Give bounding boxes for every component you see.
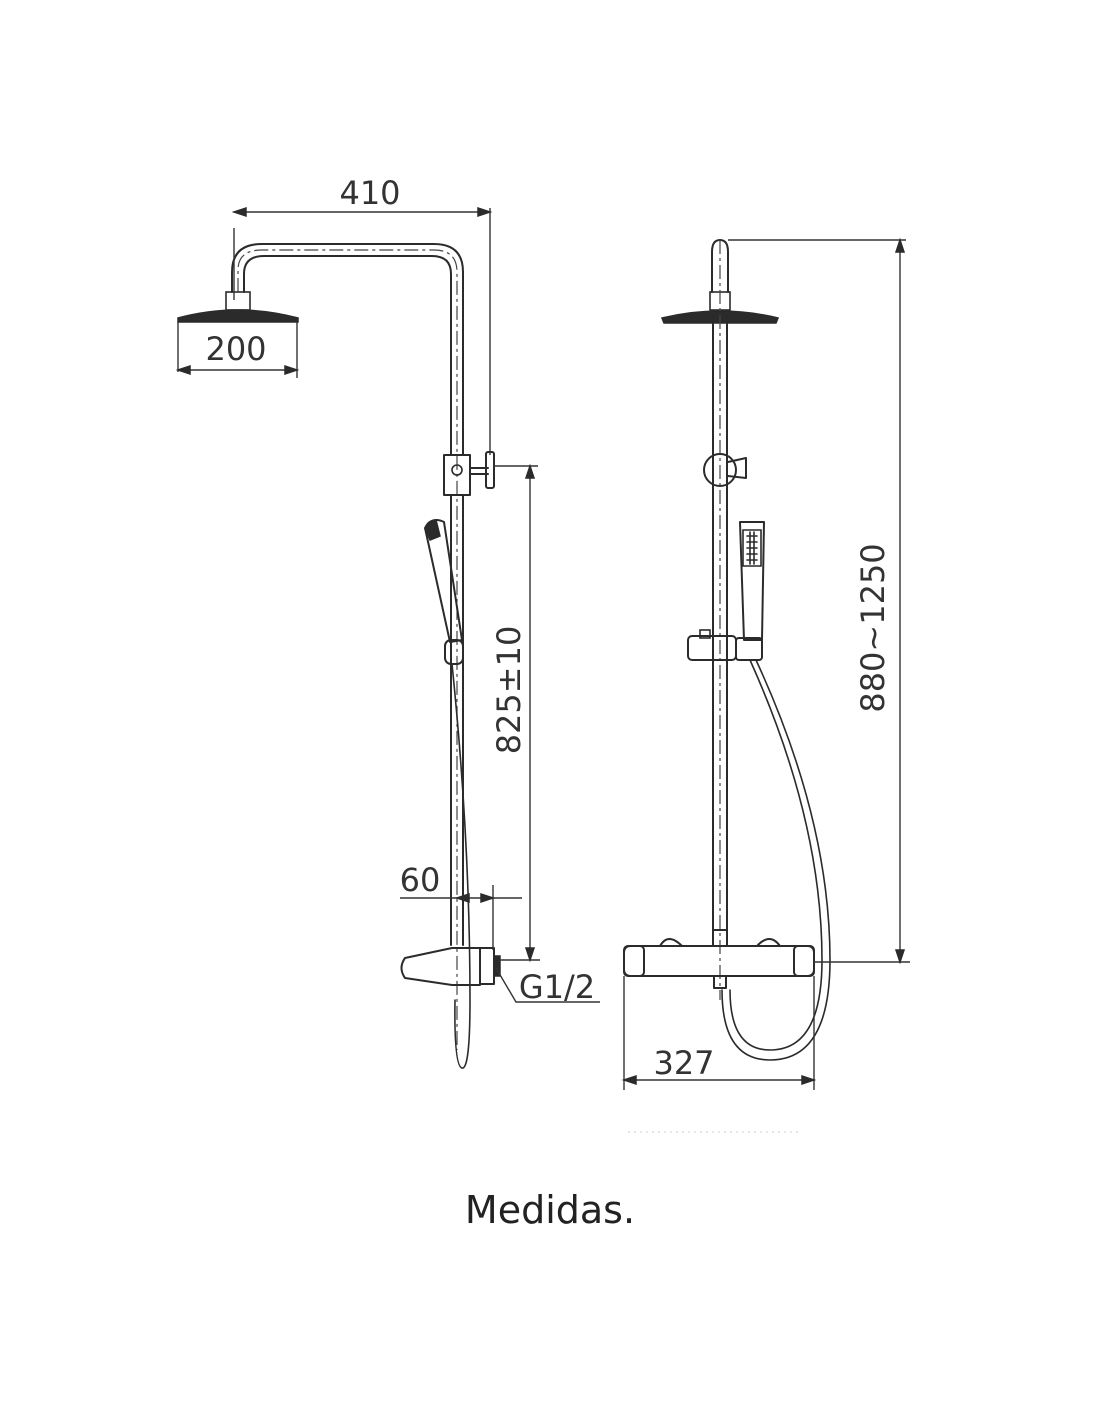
dim-outlet-offset-label: 60 xyxy=(400,861,441,899)
side-mixer-flange xyxy=(479,947,495,985)
front-mixer-body xyxy=(623,945,815,977)
front-mixer-right-handle xyxy=(793,945,815,977)
dim-arrows-total-height xyxy=(894,237,906,965)
front-view-dimensions: 880~1250 327 xyxy=(621,237,910,1090)
dim-head-diameter-label: 200 xyxy=(205,330,266,368)
figure-caption: Medidas. xyxy=(464,1188,636,1232)
side-arm-outer xyxy=(231,243,464,456)
dim-bar-height-label: 825±10 xyxy=(490,626,528,755)
side-shower-head xyxy=(177,309,299,323)
dim-line-total-height xyxy=(728,239,910,963)
front-mixer-left-handle xyxy=(623,945,645,977)
front-mixer-wall-plates xyxy=(659,938,781,947)
dim-leader-inlet-thread xyxy=(495,967,600,1003)
dim-total-height-label: 880~1250 xyxy=(854,543,892,712)
dim-arrows-arm-reach xyxy=(231,206,493,218)
front-mixer-bar-joint xyxy=(712,929,728,945)
dim-line-head-diameter xyxy=(177,322,298,378)
dim-arm-reach-label: 410 xyxy=(339,174,400,212)
dim-arrows-head-diameter xyxy=(175,364,300,376)
front-diverter-lever xyxy=(727,457,747,479)
dim-arrows-outlet-offset xyxy=(454,892,496,904)
dim-arrows-mixer-width xyxy=(621,1074,817,1086)
dim-line-mixer-width xyxy=(623,976,815,1090)
front-hand-shower-nozzles xyxy=(746,531,758,565)
side-mixer-body xyxy=(400,947,481,986)
dim-mixer-width-label: 327 xyxy=(653,1044,714,1082)
side-slider-holder xyxy=(444,639,464,665)
front-slide-bar xyxy=(712,322,728,946)
side-hand-shower-face xyxy=(424,519,441,541)
side-arm-centerline xyxy=(237,249,458,1050)
front-hand-shower-face xyxy=(742,529,762,567)
front-hose-inner xyxy=(729,659,823,1051)
side-hose xyxy=(451,663,471,1069)
dim-inlet-thread-label: G1/2 xyxy=(519,968,595,1006)
dim-line-arm-reach xyxy=(233,208,491,455)
side-wall-bracket-plate xyxy=(485,451,495,489)
front-view xyxy=(623,239,831,1061)
side-arm-inner xyxy=(243,255,452,456)
side-view-dimensions: 410 200 825±10 60 G1/2 xyxy=(175,174,600,1006)
front-slider-clip xyxy=(735,637,763,661)
side-inlet-nut xyxy=(493,955,501,977)
side-diverter-knob xyxy=(451,464,463,476)
front-slider-knob xyxy=(699,629,711,639)
front-mixer-outlet xyxy=(713,975,727,989)
side-head-connector xyxy=(225,291,251,311)
front-diverter xyxy=(703,453,737,487)
dim-arrows-bar-height xyxy=(524,463,536,963)
front-hose-outer xyxy=(721,659,831,1061)
